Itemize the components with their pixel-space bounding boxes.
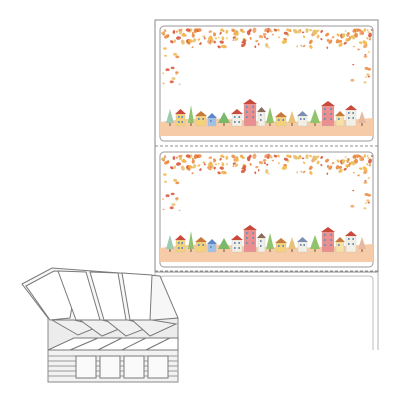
leaf-garland bbox=[160, 153, 373, 211]
town-scene bbox=[160, 225, 373, 262]
town-scene bbox=[160, 99, 373, 136]
leaf-garland bbox=[160, 27, 373, 85]
label-1 bbox=[159, 25, 374, 142]
label-2 bbox=[159, 151, 374, 268]
fanfold-stack bbox=[21, 267, 179, 383]
